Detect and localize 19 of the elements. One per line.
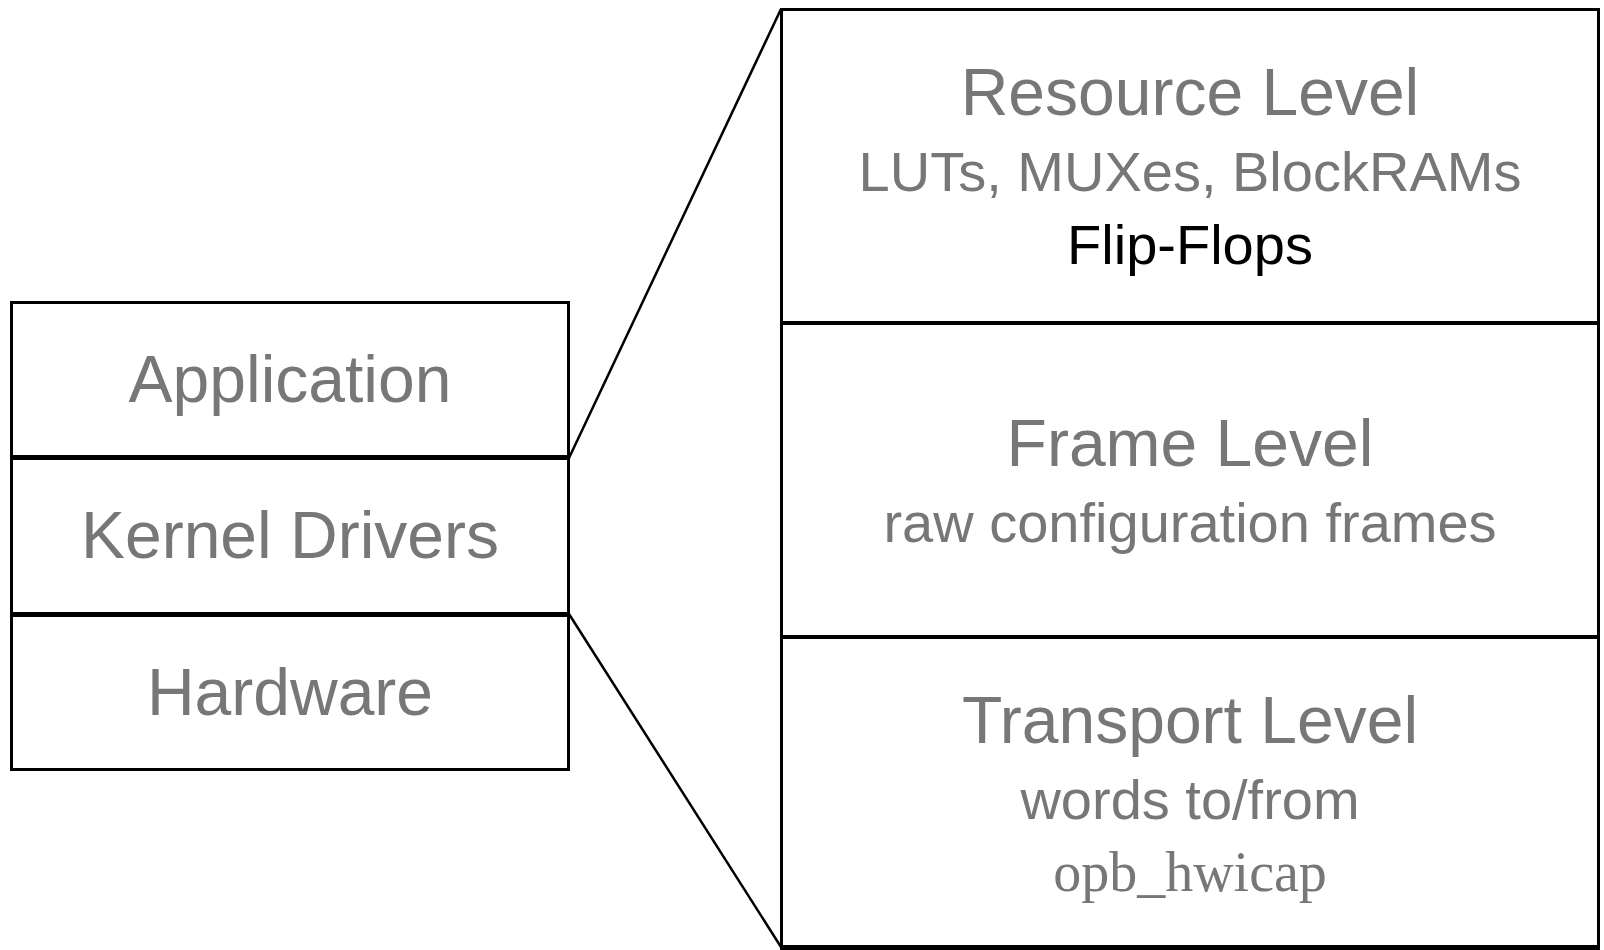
layer-box (780, 322, 1600, 638)
layer-detail: words to/from (1020, 766, 1360, 833)
layer-title: Kernel Drivers (80, 497, 500, 575)
stack-frame (780, 8, 1600, 948)
layer-title: Frame Level (1006, 404, 1374, 482)
layer-title: Hardware (146, 653, 434, 731)
layer-detail: LUTs, MUXes, BlockRAMs (858, 139, 1522, 206)
layer-detail: Flip-Flops (1067, 211, 1313, 278)
layer-title: Resource Level (960, 54, 1420, 132)
layer-box (10, 457, 570, 615)
layer-box (780, 636, 1600, 950)
layer-detail: opb_hwicap (1053, 840, 1327, 906)
layer-title: Application (128, 340, 452, 418)
layer-detail: raw configuration frames (883, 489, 1497, 556)
layer-box (10, 614, 570, 771)
connector-line (567, 613, 783, 948)
connector-line (567, 8, 783, 459)
layer-box (10, 301, 570, 458)
layer-title: Transport Level (961, 681, 1419, 759)
